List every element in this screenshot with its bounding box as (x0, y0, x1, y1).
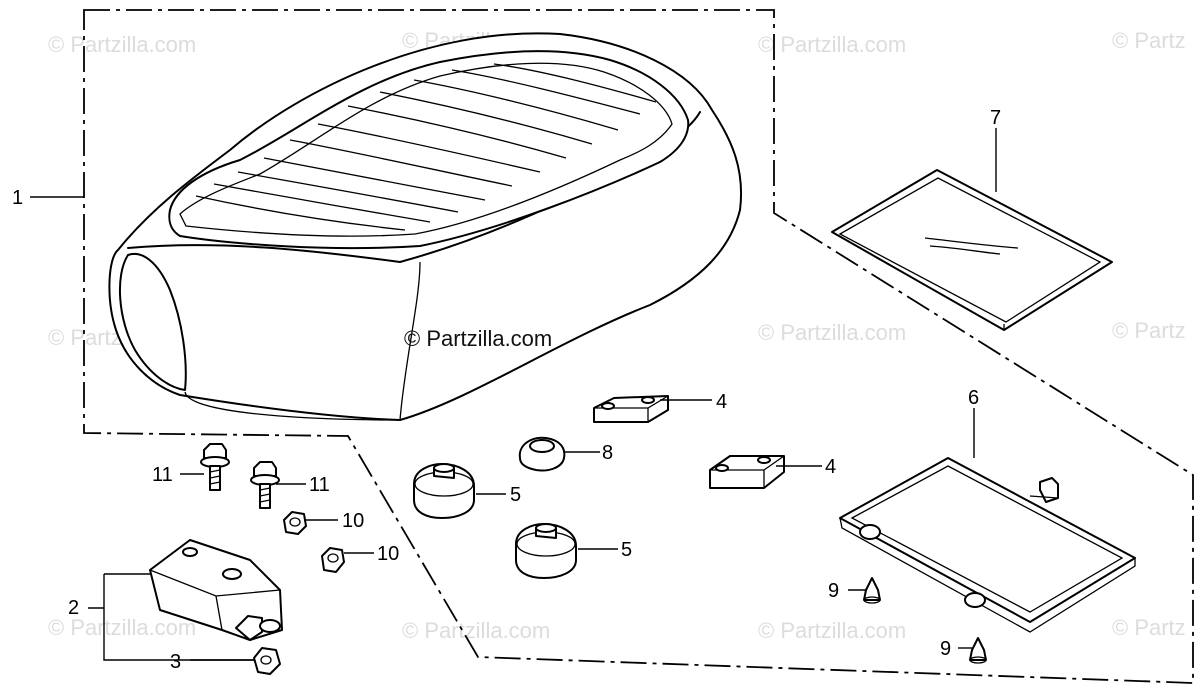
callout-9: 9 (828, 580, 839, 602)
callout-9: 9 (940, 638, 951, 660)
grommet-part (518, 436, 566, 472)
watermark: © Partzilla.com (758, 618, 906, 643)
watermark: © Partzilla.com (402, 618, 550, 643)
watermark-partial: © Partz (1112, 28, 1186, 53)
callout-6: 6 (968, 387, 979, 409)
callout-5: 5 (621, 539, 632, 561)
bolt-part (250, 461, 280, 509)
callout-3: 3 (170, 651, 181, 673)
cushion-part (515, 523, 577, 579)
callout-1: 1 (12, 187, 23, 209)
watermark: © Partzilla.com (48, 32, 196, 57)
watermark-partial: © Partz (1112, 318, 1186, 343)
assembly-boundary-line (83, 9, 1194, 684)
seat-lock-part (149, 539, 283, 641)
callout-labels: 1 2 3 4 4 5 5 6 7 8 9 9 10 10 11 11 (12, 107, 1001, 673)
callout-7: 7 (990, 107, 1001, 129)
nut-part (283, 511, 307, 535)
rubber-pad-part (709, 455, 785, 489)
leader-lines (30, 128, 997, 661)
watermark: © Partzilla.com (48, 615, 196, 640)
clip-part (863, 577, 881, 604)
rubber-pad-part (593, 395, 669, 423)
watermark: © Partzilla.com (758, 32, 906, 57)
callout-8: 8 (602, 442, 613, 464)
watermark: © Partzilla.com (758, 320, 906, 345)
clip-part (969, 637, 987, 664)
watermark-partial: © Partz (1112, 615, 1186, 640)
callout-4: 4 (825, 456, 836, 478)
callout-5: 5 (510, 484, 521, 506)
cushion-part (413, 463, 475, 519)
tray-part (839, 457, 1136, 633)
callout-11: 11 (309, 474, 330, 496)
callout-10: 10 (342, 510, 364, 532)
nut-part (321, 547, 345, 573)
callout-11: 11 (152, 464, 173, 486)
lock-nut-part (253, 647, 281, 675)
callout-10: 10 (377, 543, 399, 565)
manual-part (831, 169, 1113, 331)
seat-part (108, 32, 743, 421)
callout-4: 4 (716, 391, 727, 413)
callout-2: 2 (68, 597, 79, 619)
bolt-part (200, 443, 230, 491)
watermark-center: © Partzilla.com (404, 326, 552, 351)
